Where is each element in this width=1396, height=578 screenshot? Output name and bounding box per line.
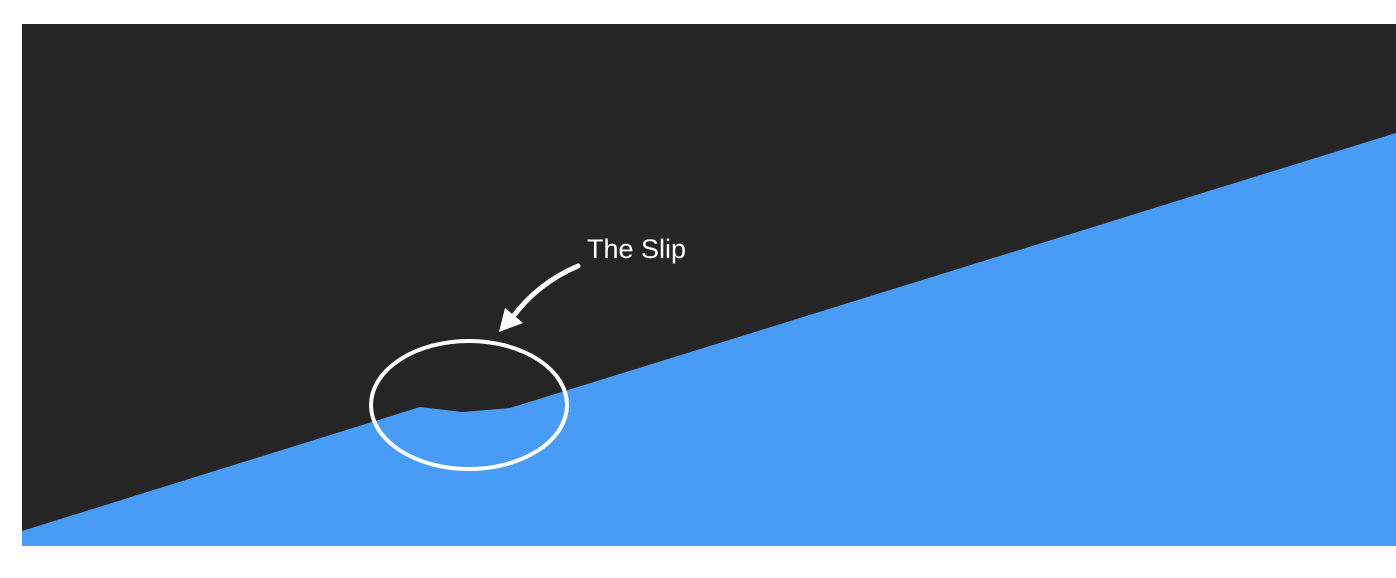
- callout-arrowhead: [499, 308, 523, 332]
- blue-region: [22, 133, 1396, 546]
- slip-highlight-ellipse: [369, 339, 569, 471]
- callout-arrow: [509, 263, 581, 321]
- callout-label: The Slip: [587, 234, 686, 264]
